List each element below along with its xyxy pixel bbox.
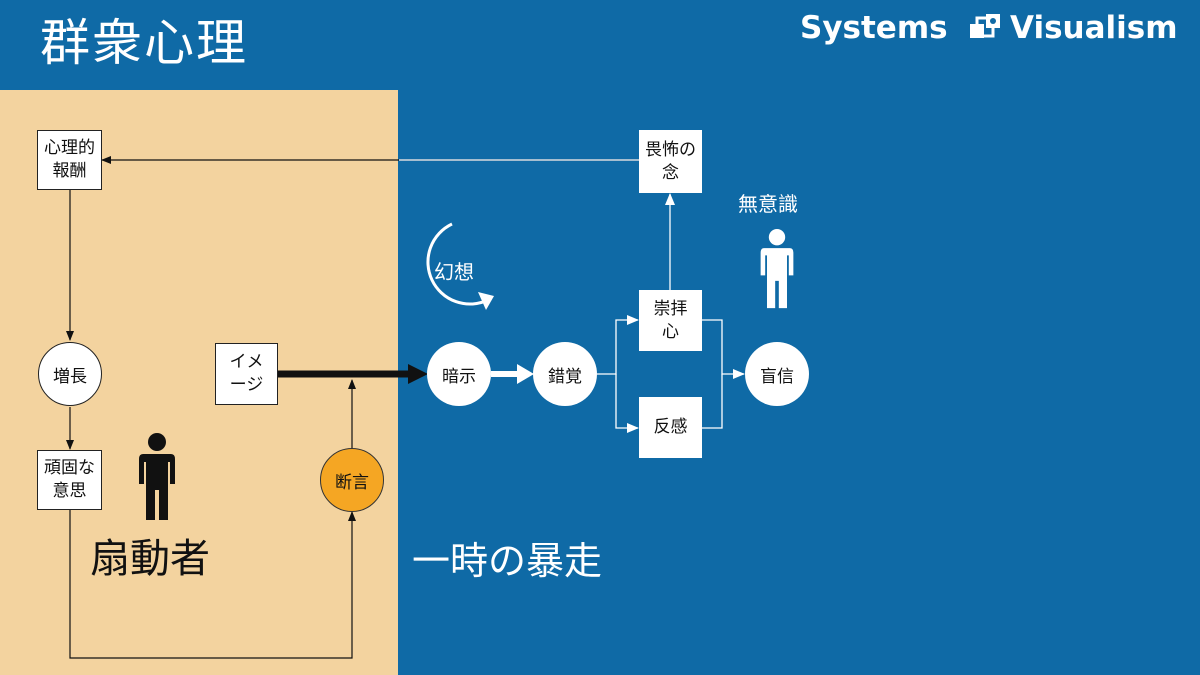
node-fear-line1: 畏怖の	[645, 139, 696, 160]
brand-left-word: Systems	[800, 10, 948, 46]
edge-worship-to-belief	[702, 319, 745, 379]
person-icon	[760, 229, 794, 309]
node-blind-belief: 盲信	[745, 342, 809, 406]
loop-arrow	[426, 222, 489, 306]
brand-right-word: Visualism	[1010, 10, 1178, 46]
unconscious-label: 無意識	[738, 192, 798, 216]
node-growth-label: 増長	[53, 366, 87, 387]
node-growth: 増長	[38, 342, 102, 406]
node-worship: 崇拝 心	[639, 290, 702, 351]
edge-illusion-to-antipathy	[615, 374, 639, 433]
rampage-label: 一時の暴走	[412, 539, 603, 583]
page-title: 群衆心理	[40, 14, 248, 72]
node-psych-reward-line2: 報酬	[52, 161, 87, 181]
node-worship-line2: 心	[662, 321, 679, 342]
node-fear: 畏怖の 念	[639, 130, 702, 193]
node-illusion-error-label: 錯覚	[548, 366, 582, 387]
node-psych-reward: 心理的 報酬	[37, 130, 102, 190]
node-antipathy: 反感	[639, 397, 702, 458]
node-illusion-error: 錯覚	[533, 342, 597, 406]
person-icon	[139, 433, 175, 520]
node-assertion: 断言	[320, 448, 384, 512]
brand-logo: Systems Visualism	[800, 8, 1190, 48]
edge-will-to-assertion	[69, 510, 356, 659]
systems-logo-icon	[970, 14, 1000, 38]
edge-image-to-suggestion-head	[408, 364, 428, 384]
node-stubborn-will-line1: 頑固な	[44, 458, 95, 478]
node-antipathy-label: 反感	[653, 417, 688, 437]
edge-suggestion-to-illusion-head	[517, 364, 534, 384]
node-stubborn-will-line2: 意思	[52, 481, 87, 501]
node-blind-belief-label: 盲信	[760, 366, 794, 387]
node-image-line1: イメ	[229, 352, 264, 372]
node-fear-line2: 念	[662, 162, 679, 183]
node-stubborn-will: 頑固な 意思	[37, 450, 102, 510]
node-image-line2: ージ	[229, 375, 264, 395]
edge-illusion-to-worship	[597, 315, 639, 375]
node-worship-line1: 崇拝	[653, 298, 688, 319]
node-suggestion: 暗示	[427, 342, 491, 406]
loop-label: 幻想	[434, 260, 474, 284]
edge-antipathy-to-belief	[702, 374, 723, 429]
node-suggestion-label: 暗示	[442, 366, 476, 387]
node-assertion-label: 断言	[335, 472, 369, 493]
node-psych-reward-line1: 心理的	[44, 138, 95, 158]
loop-arrow-head	[478, 292, 494, 310]
node-image: イメ ージ	[215, 343, 278, 405]
actor-label: 扇動者	[90, 536, 210, 582]
